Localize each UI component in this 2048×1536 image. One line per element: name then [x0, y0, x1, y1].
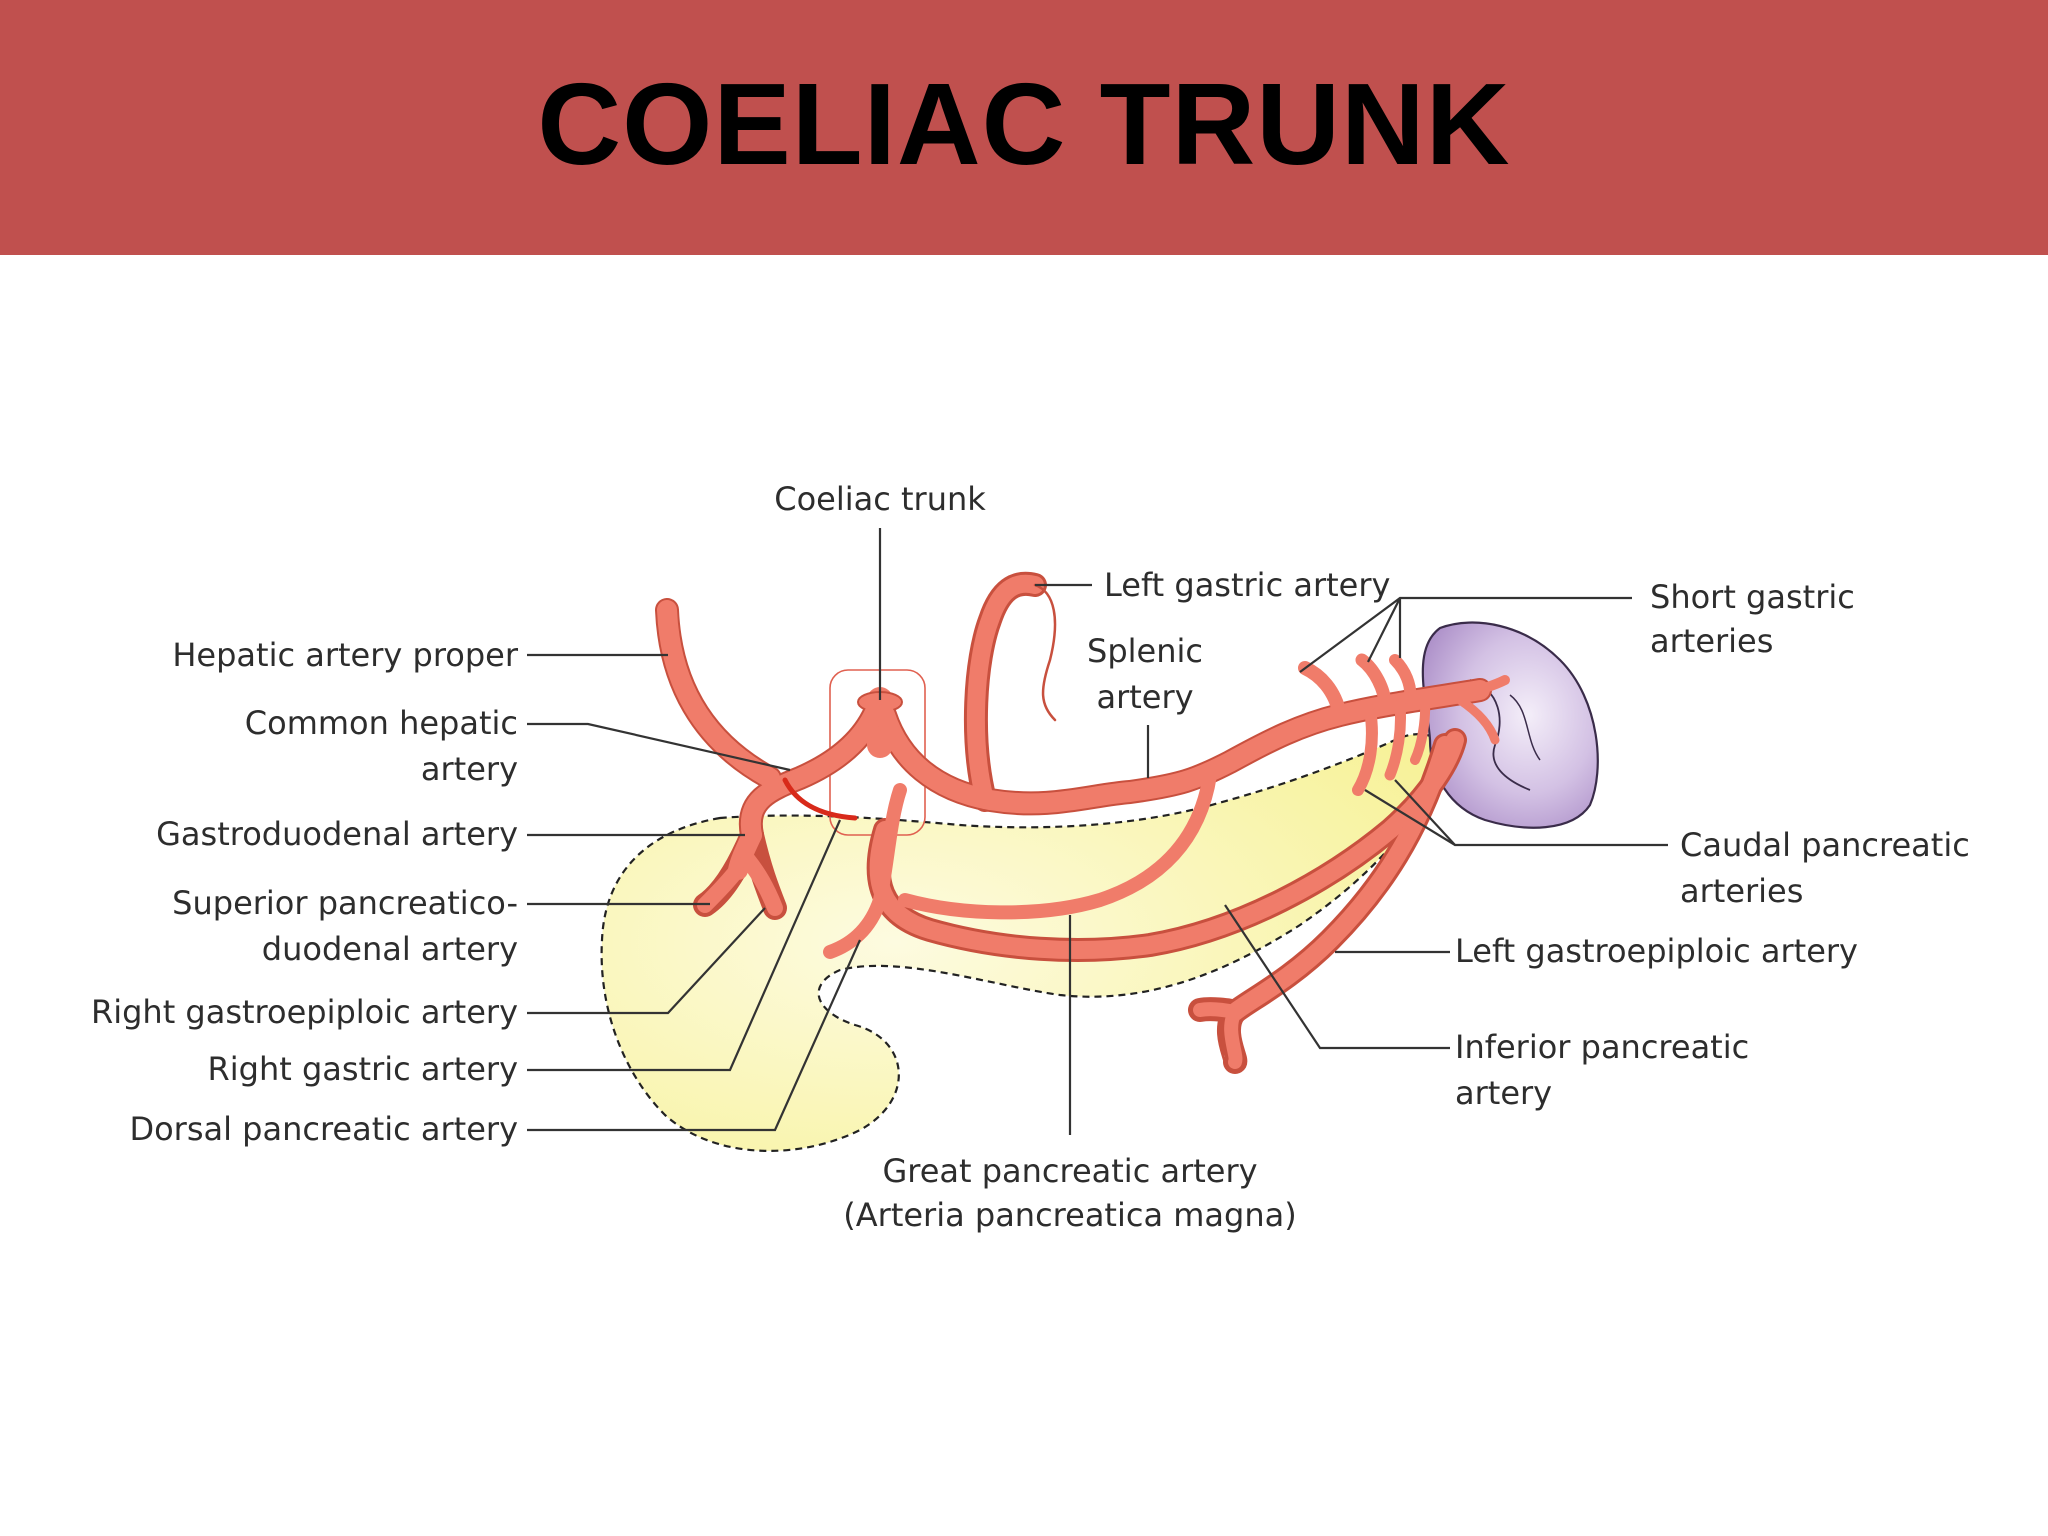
label-great-pancreatic-2: (Arteria pancreatica magna) — [843, 1196, 1296, 1234]
right-gastroepiploic-vessel — [740, 852, 783, 916]
label-inferior-pancreatic-1: Inferior pancreatic — [1455, 1028, 1749, 1066]
label-left-gastroepiploic: Left gastroepiploic artery — [1455, 932, 1858, 970]
splenic-artery-vessel — [875, 680, 1490, 814]
spleen-hilum-2 — [1509, 694, 1541, 761]
left-gastroepiploic-artery-vessel — [1226, 736, 1454, 1021]
label-right-gastroepiploic: Right gastroepiploic artery — [91, 993, 518, 1031]
left-gastroepiploic-branch-1 — [1224, 1005, 1243, 1069]
superior-pancreaticoduodenal-vessel — [697, 852, 753, 913]
left-gastric-artery-vessel — [966, 574, 1044, 809]
slide-header — [0, 0, 2048, 255]
splenic-hilar-branch-1 — [1455, 675, 1510, 700]
splenic-hilar-branch-2 — [1455, 695, 1500, 745]
short-gastric-artery-1 — [1298, 661, 1347, 722]
label-splenic-artery-1: Splenic — [1087, 632, 1203, 670]
short-gastric-artery-3 — [1389, 654, 1417, 706]
label-splenic-artery-2: artery — [1096, 678, 1193, 716]
label-right-gastric: Right gastric artery — [208, 1050, 518, 1088]
label-inferior-pancreatic-2: artery — [1455, 1074, 1552, 1112]
label-common-hepatic-2: artery — [421, 750, 518, 788]
label-short-gastric-1: Short gastric — [1650, 578, 1855, 616]
great-pancreatic-artery-vessel — [898, 768, 1217, 920]
hepatic-artery-proper-vessel — [657, 600, 780, 788]
common-hepatic-artery-vessel — [740, 702, 885, 845]
label-short-gastric-2: arteries — [1650, 622, 1773, 660]
label-left-gastric-artery: Left gastric artery — [1104, 566, 1390, 604]
arteries-layer — [657, 574, 1510, 1069]
right-gastric-artery-vessel — [782, 777, 858, 821]
label-great-pancreatic-1: Great pancreatic artery — [882, 1152, 1257, 1190]
slide-title: COELIAC TRUNK — [537, 59, 1511, 189]
left-gastroepiploic-branch-2 — [1193, 1002, 1242, 1019]
label-coeliac-trunk: Coeliac trunk — [774, 480, 986, 518]
caudal-pancreatic-artery-1 — [1352, 704, 1378, 796]
spleen-shape — [1421, 621, 1599, 829]
label-dorsal-pancreatic: Dorsal pancreatic artery — [129, 1110, 518, 1148]
label-sup-pancreatico-2: duodenal artery — [262, 930, 518, 968]
label-hepatic-artery-proper: Hepatic artery proper — [172, 636, 518, 674]
label-gastroduodenal: Gastroduodenal artery — [156, 815, 518, 853]
short-gastric-artery-2 — [1355, 653, 1392, 712]
label-caudal-pancreatic-1: Caudal pancreatic — [1680, 826, 1970, 864]
leader-lines — [527, 528, 1668, 1135]
label-common-hepatic-1: Common hepatic — [245, 704, 518, 742]
label-caudal-pancreatic-2: arteries — [1680, 872, 1803, 910]
caudal-pancreatic-artery-2 — [1384, 699, 1406, 781]
caudal-pancreatic-artery-3 — [1410, 695, 1431, 765]
label-sup-pancreatico-1: Superior pancreatico- — [172, 884, 518, 922]
left-gastric-artery-end — [1033, 583, 1057, 722]
